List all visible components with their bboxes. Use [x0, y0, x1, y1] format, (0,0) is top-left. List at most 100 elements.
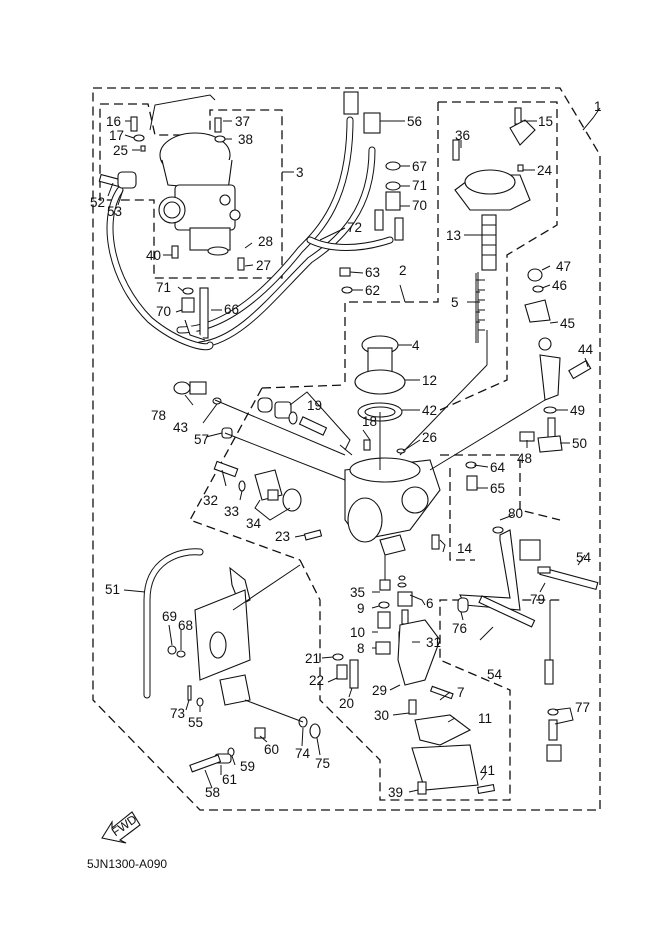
callout-49: 49 — [570, 403, 585, 418]
callout-64: 64 — [490, 460, 506, 475]
callout-55: 55 — [188, 715, 203, 730]
callout-39: 39 — [388, 785, 403, 800]
wire-harness — [106, 116, 394, 351]
callout-78: 78 — [151, 408, 166, 423]
callout-42: 42 — [422, 403, 437, 418]
carburetor-assembly-small — [149, 94, 241, 256]
callout-38: 38 — [238, 132, 253, 147]
callout-34: 34 — [246, 516, 262, 531]
callout-15: 15 — [538, 114, 553, 129]
subgroup-2-boundary — [344, 101, 558, 411]
callout-54-lower: 54 — [487, 667, 503, 682]
callout-25: 25 — [113, 143, 128, 158]
callout-10: 10 — [350, 625, 365, 640]
callout-43: 43 — [173, 420, 188, 435]
callout-22: 22 — [309, 673, 324, 688]
float — [397, 619, 454, 715]
callout-17: 17 — [109, 128, 124, 143]
callout-29: 29 — [372, 683, 387, 698]
callout-4: 4 — [412, 338, 420, 353]
callout-33: 33 — [224, 504, 239, 519]
callout-36: 36 — [455, 128, 470, 143]
callout-76: 76 — [452, 621, 467, 636]
callout-6: 6 — [426, 596, 434, 611]
diaphragm-cover — [452, 107, 536, 365]
callout-24: 24 — [537, 163, 553, 178]
callout-63: 63 — [365, 265, 380, 280]
float-bowl — [411, 714, 496, 795]
carb-body-boundary — [189, 384, 561, 801]
callout-60: 60 — [264, 742, 279, 757]
callout-19: 19 — [307, 398, 322, 413]
callout-80: 80 — [508, 506, 523, 521]
callout-65: 65 — [490, 481, 505, 496]
callout-71-lower: 71 — [156, 280, 171, 295]
callout-2: 2 — [399, 263, 407, 278]
callout-48: 48 — [517, 451, 532, 466]
callout-16: 16 — [106, 114, 121, 129]
callout-59: 59 — [240, 759, 255, 774]
callout-labels: 1 2 3 4 5 6 7 8 9 10 11 12 13 14 15 16 1… — [90, 99, 602, 800]
subgroup-3-boundary — [99, 103, 294, 279]
callout-8: 8 — [357, 641, 365, 656]
callout-61: 61 — [222, 772, 237, 787]
callout-77: 77 — [575, 700, 590, 715]
callout-75: 75 — [315, 756, 330, 771]
callout-70-upper: 70 — [412, 198, 427, 213]
callout-13: 13 — [446, 228, 461, 243]
callout-74: 74 — [295, 746, 311, 761]
callout-40: 40 — [146, 248, 161, 263]
callout-46: 46 — [552, 278, 567, 293]
callout-79: 79 — [530, 592, 545, 607]
callout-58: 58 — [205, 785, 220, 800]
callout-3: 3 — [296, 165, 304, 180]
callout-57: 57 — [194, 432, 209, 447]
idle-adjust-screw — [544, 600, 562, 762]
callout-66: 66 — [224, 302, 239, 317]
callout-54-upper: 54 — [576, 550, 592, 565]
callout-37: 37 — [235, 114, 250, 129]
carburetor-main-body — [344, 364, 546, 556]
leader-lines — [107, 120, 589, 793]
callout-68: 68 — [178, 618, 193, 633]
callout-62: 62 — [365, 283, 380, 298]
callout-30: 30 — [374, 708, 389, 723]
callout-5: 5 — [451, 295, 459, 310]
diagram-code: 5JN1300-A090 — [87, 857, 167, 871]
sensor-connectors — [339, 91, 404, 294]
callout-44: 44 — [578, 342, 594, 357]
callout-11: 11 — [478, 711, 492, 726]
callout-32: 32 — [203, 493, 218, 508]
throttle-bracket — [431, 461, 599, 628]
callout-1: 1 — [594, 99, 602, 114]
callout-71-upper: 71 — [412, 178, 427, 193]
callout-35: 35 — [350, 585, 365, 600]
assembly-boundary — [92, 87, 601, 811]
callout-47: 47 — [556, 259, 571, 274]
piston-diaphragm — [354, 335, 406, 422]
forward-direction-arrow: FWD — [101, 811, 141, 844]
callout-27: 27 — [256, 258, 271, 273]
accelerator-pump-cover — [213, 460, 323, 541]
callout-9: 9 — [357, 601, 365, 616]
callout-45: 45 — [560, 316, 575, 331]
callout-51: 51 — [105, 582, 120, 597]
callout-31: 31 — [426, 635, 441, 650]
callout-26: 26 — [422, 430, 437, 445]
callout-70-lower: 70 — [156, 304, 171, 319]
callout-56: 56 — [407, 114, 422, 129]
pilot-screw-assembly — [173, 381, 406, 481]
callout-67: 67 — [412, 159, 427, 174]
callout-72: 72 — [347, 220, 362, 235]
callout-53: 53 — [107, 204, 122, 219]
callout-12: 12 — [422, 373, 437, 388]
callout-73: 73 — [170, 706, 185, 721]
callout-7: 7 — [457, 685, 465, 700]
callout-23: 23 — [275, 529, 290, 544]
callout-18: 18 — [362, 414, 377, 429]
callout-41: 41 — [480, 763, 495, 778]
callout-69: 69 — [162, 609, 177, 624]
callout-21: 21 — [305, 651, 320, 666]
callout-20: 20 — [339, 696, 354, 711]
